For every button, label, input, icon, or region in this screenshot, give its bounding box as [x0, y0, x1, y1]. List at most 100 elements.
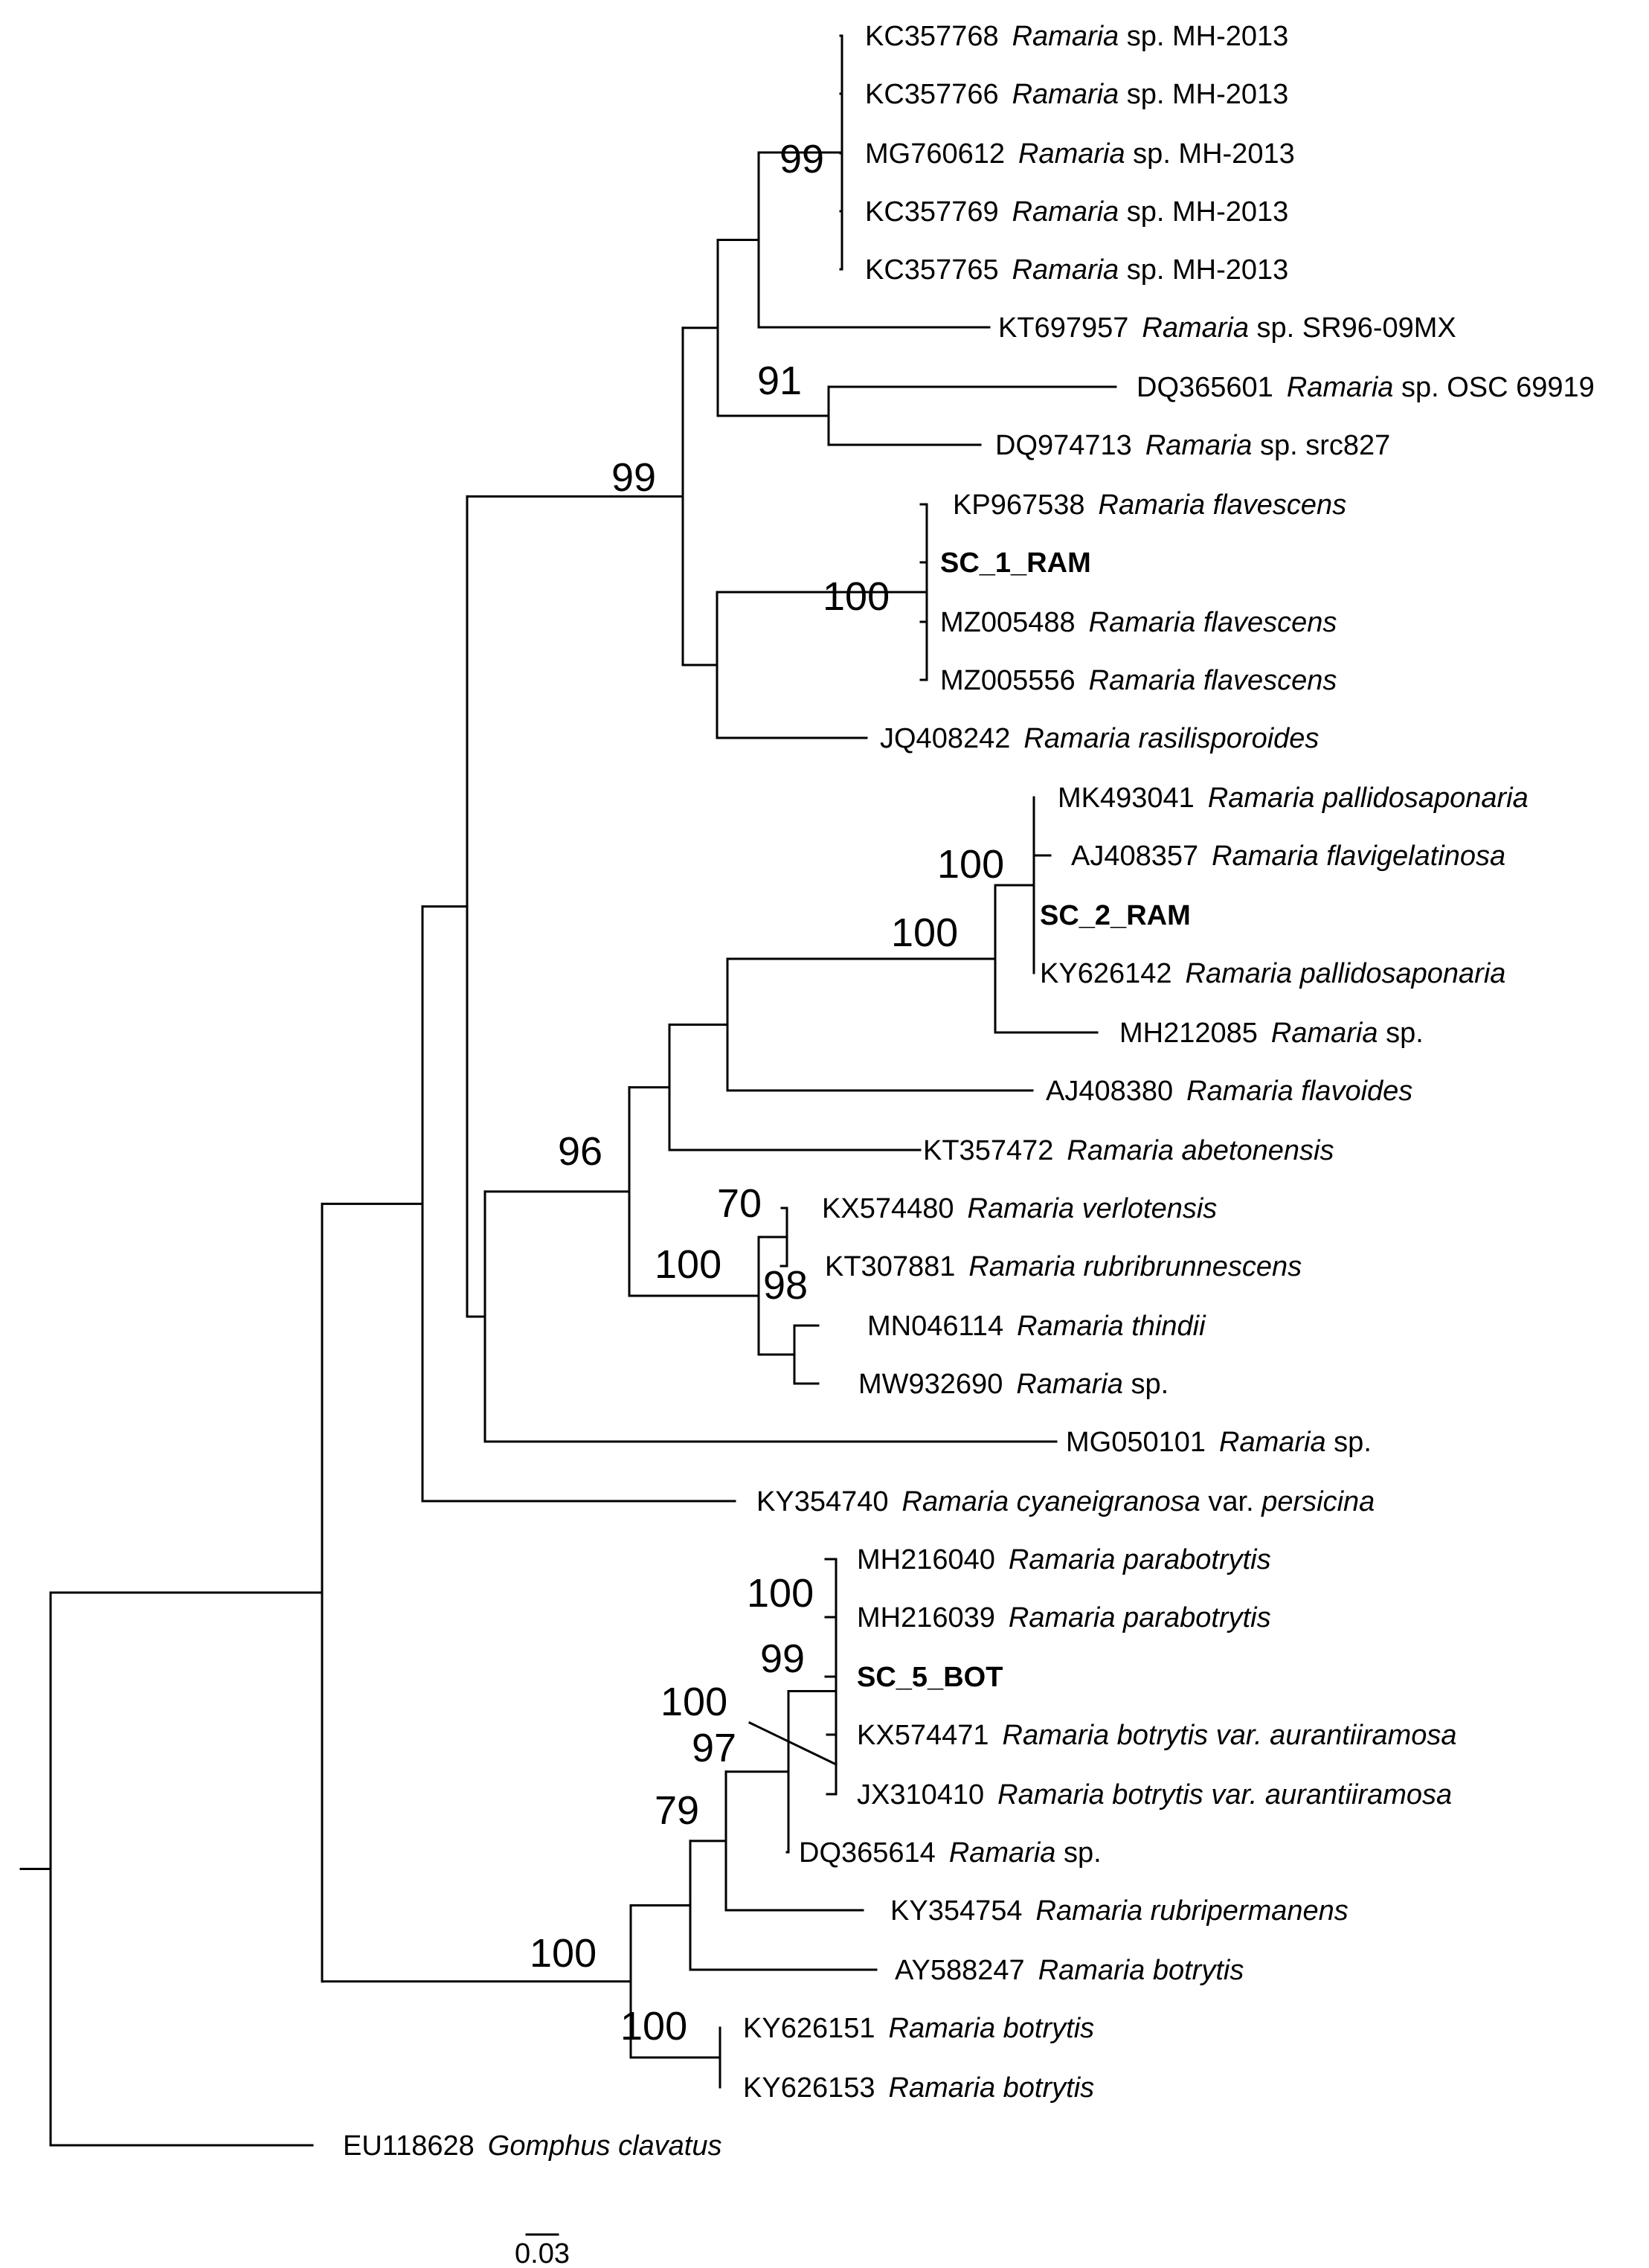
taxon-accession: MK493041	[1058, 783, 1195, 814]
taxon-species-name: Ramaria rubribrunnescens	[968, 1251, 1302, 1282]
taxon-label-t28: MH216039 Ramaria parabotrytis	[857, 1602, 1271, 1633]
taxon-accession: SC_5_BOT	[857, 1662, 1003, 1693]
bootstrap-value-c: 99	[611, 455, 656, 500]
taxon-species-name: Ramaria pallidosaponaria	[1186, 958, 1506, 989]
taxon-species-name: Ramaria thindii	[1017, 1311, 1206, 1342]
taxon-accession: MZ005488	[940, 607, 1076, 638]
taxon-accession: KY626151	[743, 2013, 875, 2044]
taxon-species-name: Ramaria parabotrytis	[1009, 1602, 1271, 1633]
taxon-species-name: Ramaria rubripermanens	[1036, 1895, 1349, 1927]
taxon-label-t34: AY588247 Ramaria botrytis	[895, 1955, 1244, 1986]
taxon-accession: KY626142	[1040, 958, 1172, 989]
taxon-species-name: Ramaria	[1145, 430, 1253, 461]
taxon-species-name: Ramaria botrytis	[889, 2072, 1095, 2104]
taxon-species-name: Ramaria flavescens	[1089, 665, 1337, 696]
bootstrap-value-q: 100	[620, 2004, 687, 2049]
taxon-accession: KT357472	[923, 1135, 1053, 1166]
taxon-species-name: sp. MH-2013	[1119, 196, 1288, 228]
taxon-species-name: Ramaria	[1271, 1018, 1378, 1049]
taxon-species-name: Ramaria	[1012, 254, 1119, 286]
taxon-species-name: sp.	[1326, 1427, 1372, 1458]
taxon-species-name: Ramaria	[1012, 21, 1119, 52]
taxon-species-name: Ramaria botrytis	[1038, 1955, 1244, 1986]
taxon-accession: MG050101	[1066, 1427, 1206, 1458]
bootstrap-value-b: 91	[757, 359, 802, 403]
scale-bar: 0.03	[515, 2233, 570, 2268]
taxon-accession: MZ005556	[940, 665, 1076, 696]
taxon-accession: KX574480	[822, 1193, 954, 1224]
taxon-accession: DQ365601	[1137, 372, 1273, 403]
taxon-label-t16: SC_2_RAM	[1040, 900, 1191, 931]
taxon-species-name: Ramaria pallidosaponaria	[1208, 783, 1529, 814]
taxon-label-t12: MZ005556 Ramaria flavescens	[940, 665, 1337, 696]
taxon-accession: DQ365614	[799, 1837, 936, 1869]
taxon-species-name: Ramaria parabotrytis	[1009, 1544, 1271, 1575]
bootstrap-value-l: 99	[760, 1636, 805, 1681]
taxon-species-name: Ramaria flavoides	[1186, 1076, 1412, 1107]
bootstrap-value-g: 96	[558, 1129, 602, 1174]
taxon-species-name: Ramaria	[949, 1837, 1056, 1869]
taxon-species-name: sp.	[1055, 1837, 1101, 1869]
taxon-accession: AY588247	[895, 1955, 1025, 1986]
taxon-accession: KC357769	[865, 196, 999, 228]
taxon-species-name: Ramaria botrytis var. aurantiiramosa	[1003, 1720, 1457, 1751]
taxon-accession: SC_2_RAM	[1040, 900, 1191, 931]
taxon-accession: MH216040	[857, 1544, 995, 1575]
taxon-accession: MH216039	[857, 1602, 995, 1633]
scale-bar-label: 0.03	[515, 2238, 570, 2268]
taxon-species-name: Ramaria rasilisporoides	[1023, 723, 1319, 754]
taxon-accession: MW932690	[858, 1369, 1003, 1400]
bootstrap-value-m: 100	[660, 1680, 727, 1724]
taxon-species-name: sp. MH-2013	[1119, 21, 1288, 52]
taxon-species-name: var.	[1200, 1486, 1261, 1517]
taxon-accession: KP967538	[953, 489, 1085, 521]
taxon-species-name: Ramaria cyaneigranosa	[902, 1486, 1200, 1517]
bootstrap-value-k: 100	[747, 1571, 814, 1616]
taxon-accession: SC_1_RAM	[940, 547, 1091, 579]
bootstrap-value-j: 98	[763, 1263, 808, 1308]
taxon-species-name: Ramaria	[1142, 312, 1249, 344]
taxon-species-name: Ramaria verlotensis	[968, 1193, 1218, 1224]
taxon-accession: MN046114	[867, 1311, 1003, 1342]
taxon-label-t33: KY354754 Ramaria rubripermanens	[890, 1895, 1349, 1927]
bootstrap-value-o: 79	[655, 1788, 699, 1833]
taxon-species-name: Ramaria	[1018, 138, 1125, 170]
bootstrap-value-a: 99	[780, 137, 824, 181]
taxon-accession: MG760612	[865, 138, 1005, 170]
bootstrap-value-n: 97	[692, 1726, 736, 1770]
taxon-species-name: Ramaria	[1219, 1427, 1326, 1458]
taxon-species-name: Ramaria	[1012, 79, 1119, 110]
taxon-accession: KC357766	[865, 79, 999, 110]
taxon-accession: AJ408357	[1071, 841, 1198, 872]
taxon-species-name: sp.	[1123, 1369, 1169, 1400]
taxon-species-name: Ramaria flavescens	[1099, 489, 1347, 521]
taxon-label-t10: SC_1_RAM	[940, 547, 1091, 579]
taxon-species-name: sp. OSC 69919	[1393, 372, 1594, 403]
taxon-label-t21: KX574480 Ramaria verlotensis	[822, 1193, 1217, 1224]
taxon-species-name: sp. MH-2013	[1119, 254, 1288, 286]
taxon-accession: KY354754	[890, 1895, 1023, 1927]
taxon-label-t29: SC_5_BOT	[857, 1662, 1003, 1693]
taxon-label-t25: MG050101 Ramaria sp.	[1066, 1427, 1372, 1458]
